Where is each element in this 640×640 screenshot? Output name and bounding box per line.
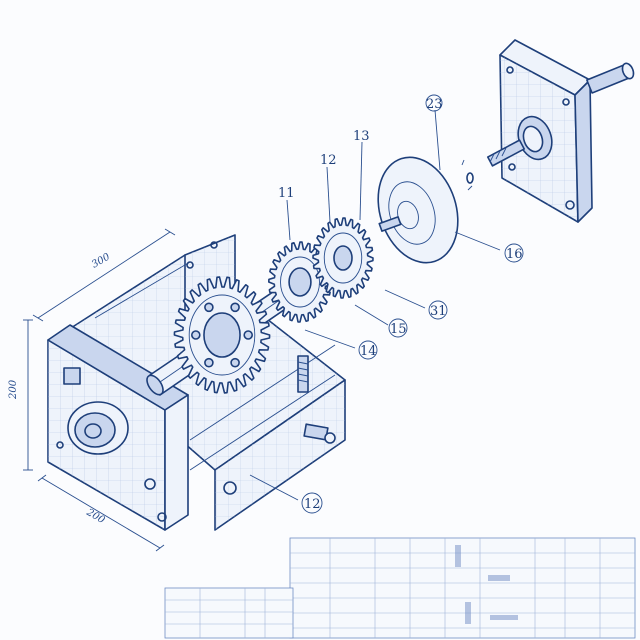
callout-14: 14 [358, 340, 378, 360]
callout-12-bottom: 12 [301, 492, 323, 514]
gear-layer [173, 217, 374, 394]
plate-bolt [486, 139, 526, 167]
mid-gear [268, 241, 332, 323]
dim-width-label: 300 [90, 251, 113, 270]
callout-15: 15 [388, 318, 408, 338]
title-block-right [289, 537, 636, 639]
dim-height-label: 200 [8, 379, 19, 400]
disc-stud [378, 216, 402, 232]
plate-shaft-stub [586, 62, 635, 94]
callout-16: 16 [504, 243, 524, 263]
callout-11: 11 [278, 186, 295, 201]
title-block-left [164, 587, 294, 639]
small-washer [461, 159, 474, 191]
callout-23: 23 [425, 94, 443, 112]
callout-12-bottom-label: 12 [304, 497, 321, 512]
large-gear [173, 276, 271, 394]
vertical-stud [297, 355, 309, 393]
callout-leaders [249, 109, 501, 501]
end-plate [486, 39, 635, 223]
callout-12-top: 12 [320, 153, 337, 168]
callout-16-label: 16 [506, 247, 523, 262]
callout-12-top-label: 12 [320, 153, 337, 168]
callout-31-label: 31 [430, 304, 447, 319]
dim-depth-label: 200 [84, 507, 107, 527]
callout-13-label: 13 [353, 129, 370, 144]
callout-13: 13 [353, 129, 370, 144]
callout-14-label: 14 [360, 344, 377, 359]
callout-11-label: 11 [278, 186, 295, 201]
callout-15-label: 15 [390, 322, 407, 337]
side-bolt [303, 423, 336, 444]
callout-31: 31 [428, 300, 448, 320]
flange-disc [377, 156, 459, 264]
small-gear [312, 217, 374, 299]
callout-23-label: 23 [426, 97, 443, 112]
